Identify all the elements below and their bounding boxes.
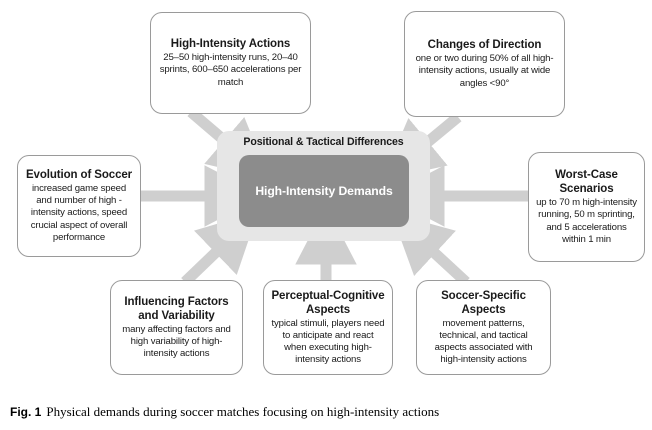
central-panel-title: Positional & Tactical Differences [243,136,404,148]
node-body: up to 70 m high-intensity running, 50 m … [536,197,637,245]
node-body: many affecting factors and high variabil… [122,323,231,360]
node-changes-of-direction[interactable]: Changes of Direction one or two during 5… [404,11,565,117]
figure-caption: Fig. 1 Physical demands during soccer mat… [10,404,642,420]
node-perceptual-cognitive-aspects[interactable]: Perceptual-Cognitive Aspects typical sti… [263,280,393,375]
node-high-intensity-actions[interactable]: High-Intensity Actions 25–50 high-intens… [150,12,311,114]
node-title: Influencing Factors and Variability [124,295,229,322]
node-body: movement patterns, technical, and tactic… [434,317,533,366]
node-influencing-factors-and-variability[interactable]: Influencing Factors and Variability many… [110,280,243,375]
node-body: one or two during 50% of all high-intens… [415,53,554,89]
figure-caption-label: Fig. 1 [10,405,42,419]
arrow-soccer-specific-aspects [391,213,470,287]
central-core-node: High-Intensity Demands [239,155,409,227]
figure-caption-text: Physical demands during soccer matches f… [46,404,440,419]
node-title: Perceptual-Cognitive Aspects [271,289,385,316]
node-title: High-Intensity Actions [170,38,291,51]
node-soccer-specific-aspects[interactable]: Soccer-Specific Aspects movement pattern… [416,280,551,375]
node-body: increased game speed and number of high … [30,182,128,243]
node-body: typical stimuli, players need to anticip… [271,317,385,366]
node-title: Changes of Direction [427,39,542,52]
node-body: 25–50 high-intensity runs, 20–40 sprints… [159,52,302,88]
node-worst-case-scenarios[interactable]: Worst-Case Scenarios up to 70 m high-int… [528,152,645,262]
node-evolution-of-soccer[interactable]: Evolution of Soccer increased game speed… [17,155,141,257]
node-title: Worst-Case Scenarios [555,169,618,196]
node-title: Evolution of Soccer [25,168,133,181]
node-title: Soccer-Specific Aspects [441,289,526,316]
